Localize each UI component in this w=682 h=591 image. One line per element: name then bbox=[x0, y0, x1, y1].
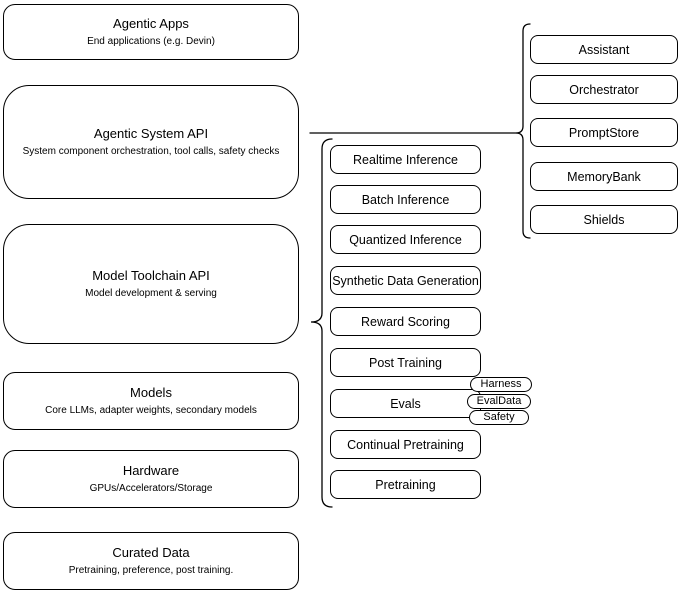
tag-evaldata: EvalData bbox=[467, 394, 531, 409]
node-promptstore: PromptStore bbox=[530, 118, 678, 147]
node-title: Models bbox=[130, 384, 172, 400]
node-subtitle: System component orchestration, tool cal… bbox=[22, 146, 280, 158]
node-agentic-system-api: Agentic System API System component orch… bbox=[3, 85, 299, 199]
node-realtime-inference: Realtime Inference bbox=[330, 145, 481, 174]
node-pretraining: Pretraining bbox=[330, 470, 481, 499]
node-evals: Evals bbox=[330, 389, 481, 418]
node-model-toolchain-api: Model Toolchain API Model development & … bbox=[3, 224, 299, 344]
node-agentic-apps: Agentic Apps End applications (e.g. Devi… bbox=[3, 4, 299, 60]
node-shields: Shields bbox=[530, 205, 678, 234]
node-hardware: Hardware GPUs/Accelerators/Storage bbox=[3, 450, 299, 508]
node-curated-data: Curated Data Pretraining, preference, po… bbox=[3, 532, 299, 590]
node-batch-inference: Batch Inference bbox=[330, 185, 481, 214]
node-memorybank: MemoryBank bbox=[530, 162, 678, 191]
node-subtitle: GPUs/Accelerators/Storage bbox=[89, 483, 213, 495]
node-title: Curated Data bbox=[112, 544, 190, 560]
bracket-toolchain bbox=[310, 138, 333, 508]
bracket-system-components bbox=[515, 23, 531, 239]
node-title: Agentic System API bbox=[93, 125, 209, 141]
node-reward-scoring: Reward Scoring bbox=[330, 307, 481, 336]
node-subtitle: Pretraining, preference, post training. bbox=[68, 565, 234, 577]
node-post-training: Post Training bbox=[330, 348, 481, 377]
node-orchestrator: Orchestrator bbox=[530, 75, 678, 104]
tag-harness: Harness bbox=[470, 377, 532, 392]
node-assistant: Assistant bbox=[530, 35, 678, 64]
node-title: Hardware bbox=[122, 462, 180, 478]
node-title: Model Toolchain API bbox=[92, 267, 210, 283]
tag-safety: Safety bbox=[469, 410, 529, 425]
node-subtitle: End applications (e.g. Devin) bbox=[87, 36, 215, 48]
node-subtitle: Core LLMs, adapter weights, secondary mo… bbox=[45, 405, 257, 417]
node-synthetic-data-generation: Synthetic Data Generation bbox=[330, 266, 481, 295]
node-models: Models Core LLMs, adapter weights, secon… bbox=[3, 372, 299, 430]
node-quantized-inference: Quantized Inference bbox=[330, 225, 481, 254]
node-subtitle: Model development & serving bbox=[85, 288, 217, 300]
node-continual-pretraining: Continual Pretraining bbox=[330, 430, 481, 459]
node-title: Agentic Apps bbox=[113, 15, 189, 31]
